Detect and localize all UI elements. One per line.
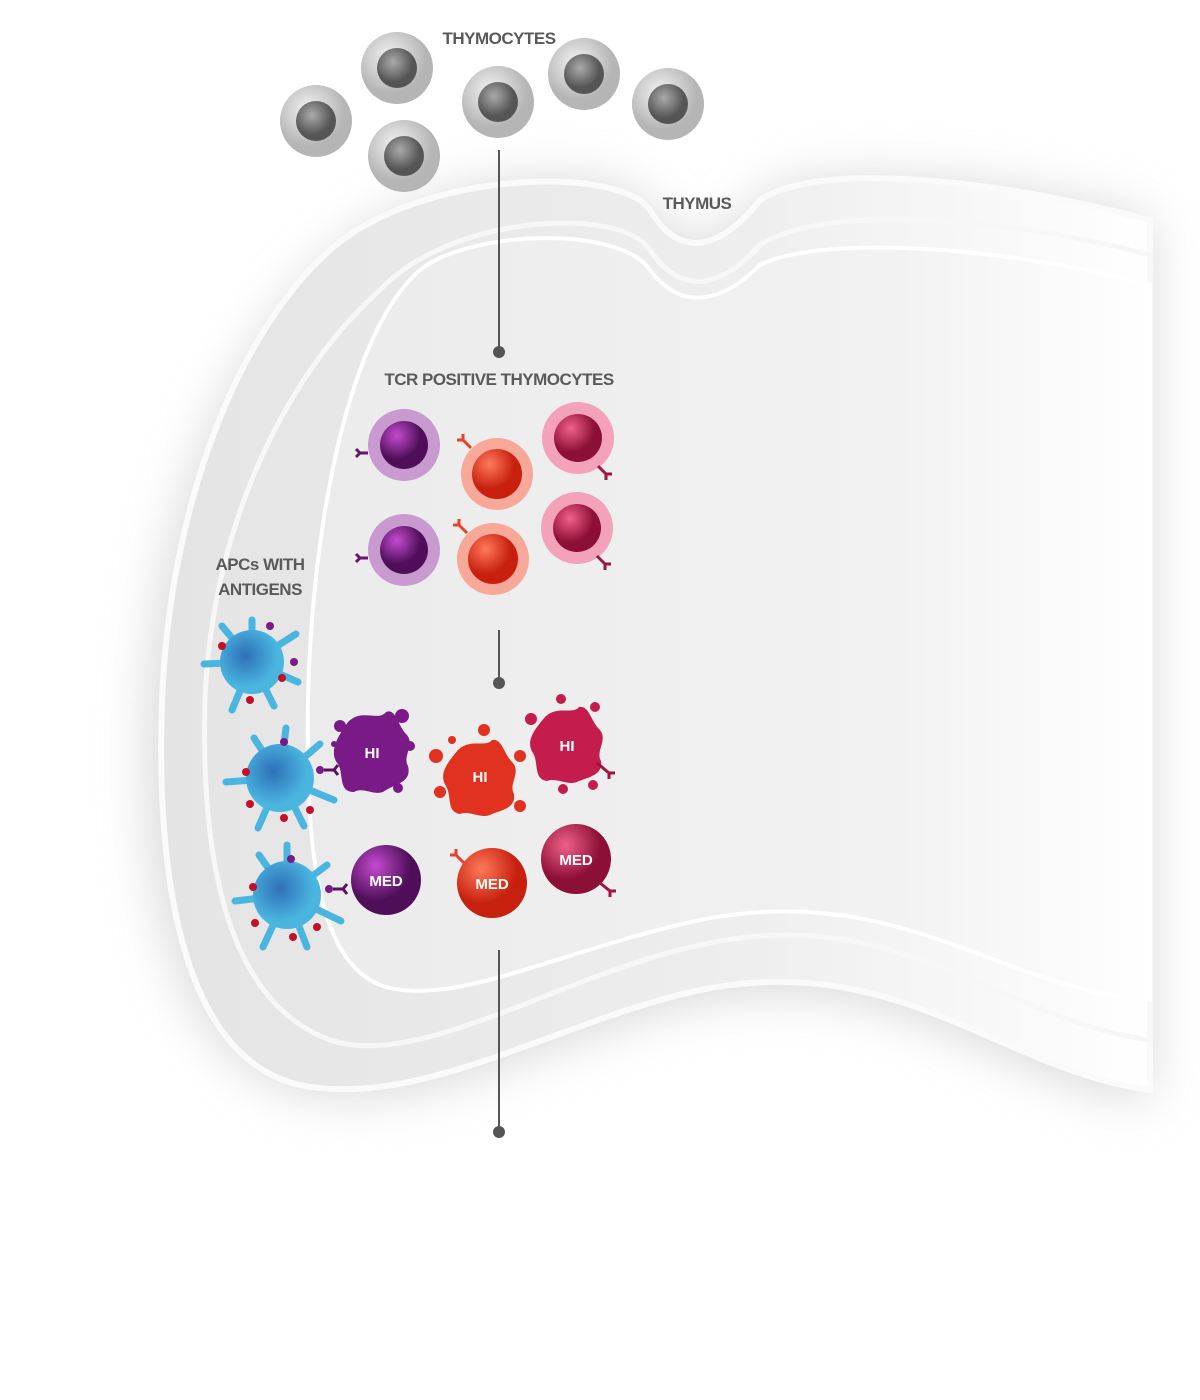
apcs-label-line2: ANTIGENS <box>218 580 302 599</box>
tcr-positive-label: TCR POSITIVE THYMOCYTES <box>384 370 614 389</box>
connector-dot <box>493 1126 505 1138</box>
orange-thymocyte <box>453 519 529 595</box>
apc-cell <box>222 724 340 832</box>
thymocyte <box>632 68 704 140</box>
thymocyte <box>462 66 534 138</box>
thymocyte <box>280 85 352 157</box>
hi-label: HI <box>473 769 488 786</box>
purple-thymocyte <box>354 409 440 481</box>
med-label: MED <box>475 876 509 893</box>
connector-dot <box>493 677 505 689</box>
tcr-positive-cells <box>354 402 614 595</box>
hi-affinity-cells: HI HI HI <box>331 694 615 816</box>
med-pink-cell: MED <box>541 824 616 897</box>
orange-thymocyte <box>457 434 533 510</box>
purple-thymocyte <box>354 514 440 586</box>
thymus-label: THYMUS <box>663 194 732 213</box>
apcs-label-line1: APCs WITH <box>216 555 305 574</box>
med-affinity-cells: MED MED MED <box>351 824 616 918</box>
pink-thymocyte <box>541 492 613 570</box>
thymocytes-label: THYMOCYTES <box>442 29 555 48</box>
flow-connectors <box>493 150 505 1138</box>
hi-label: HI <box>365 745 380 762</box>
thymocyte <box>361 32 433 104</box>
thymocyte <box>368 120 440 192</box>
pink-thymocyte <box>542 402 614 480</box>
med-orange-cell: MED <box>450 848 527 918</box>
hi-purple-cell: HI <box>331 709 415 793</box>
hi-label: HI <box>560 738 575 755</box>
hi-pink-cell: HI <box>525 694 615 794</box>
apc-cell <box>231 841 349 951</box>
hi-orange-cell: HI <box>429 724 526 816</box>
apc-cells <box>200 616 349 951</box>
thymus-organ <box>148 175 1153 1100</box>
med-label: MED <box>369 873 403 890</box>
connector-dot <box>493 346 505 358</box>
med-label: MED <box>559 852 593 869</box>
thymocyte <box>548 38 620 110</box>
apc-cell <box>200 616 302 714</box>
thymocyte-cells <box>280 32 704 192</box>
med-purple-cell: MED <box>351 845 421 915</box>
